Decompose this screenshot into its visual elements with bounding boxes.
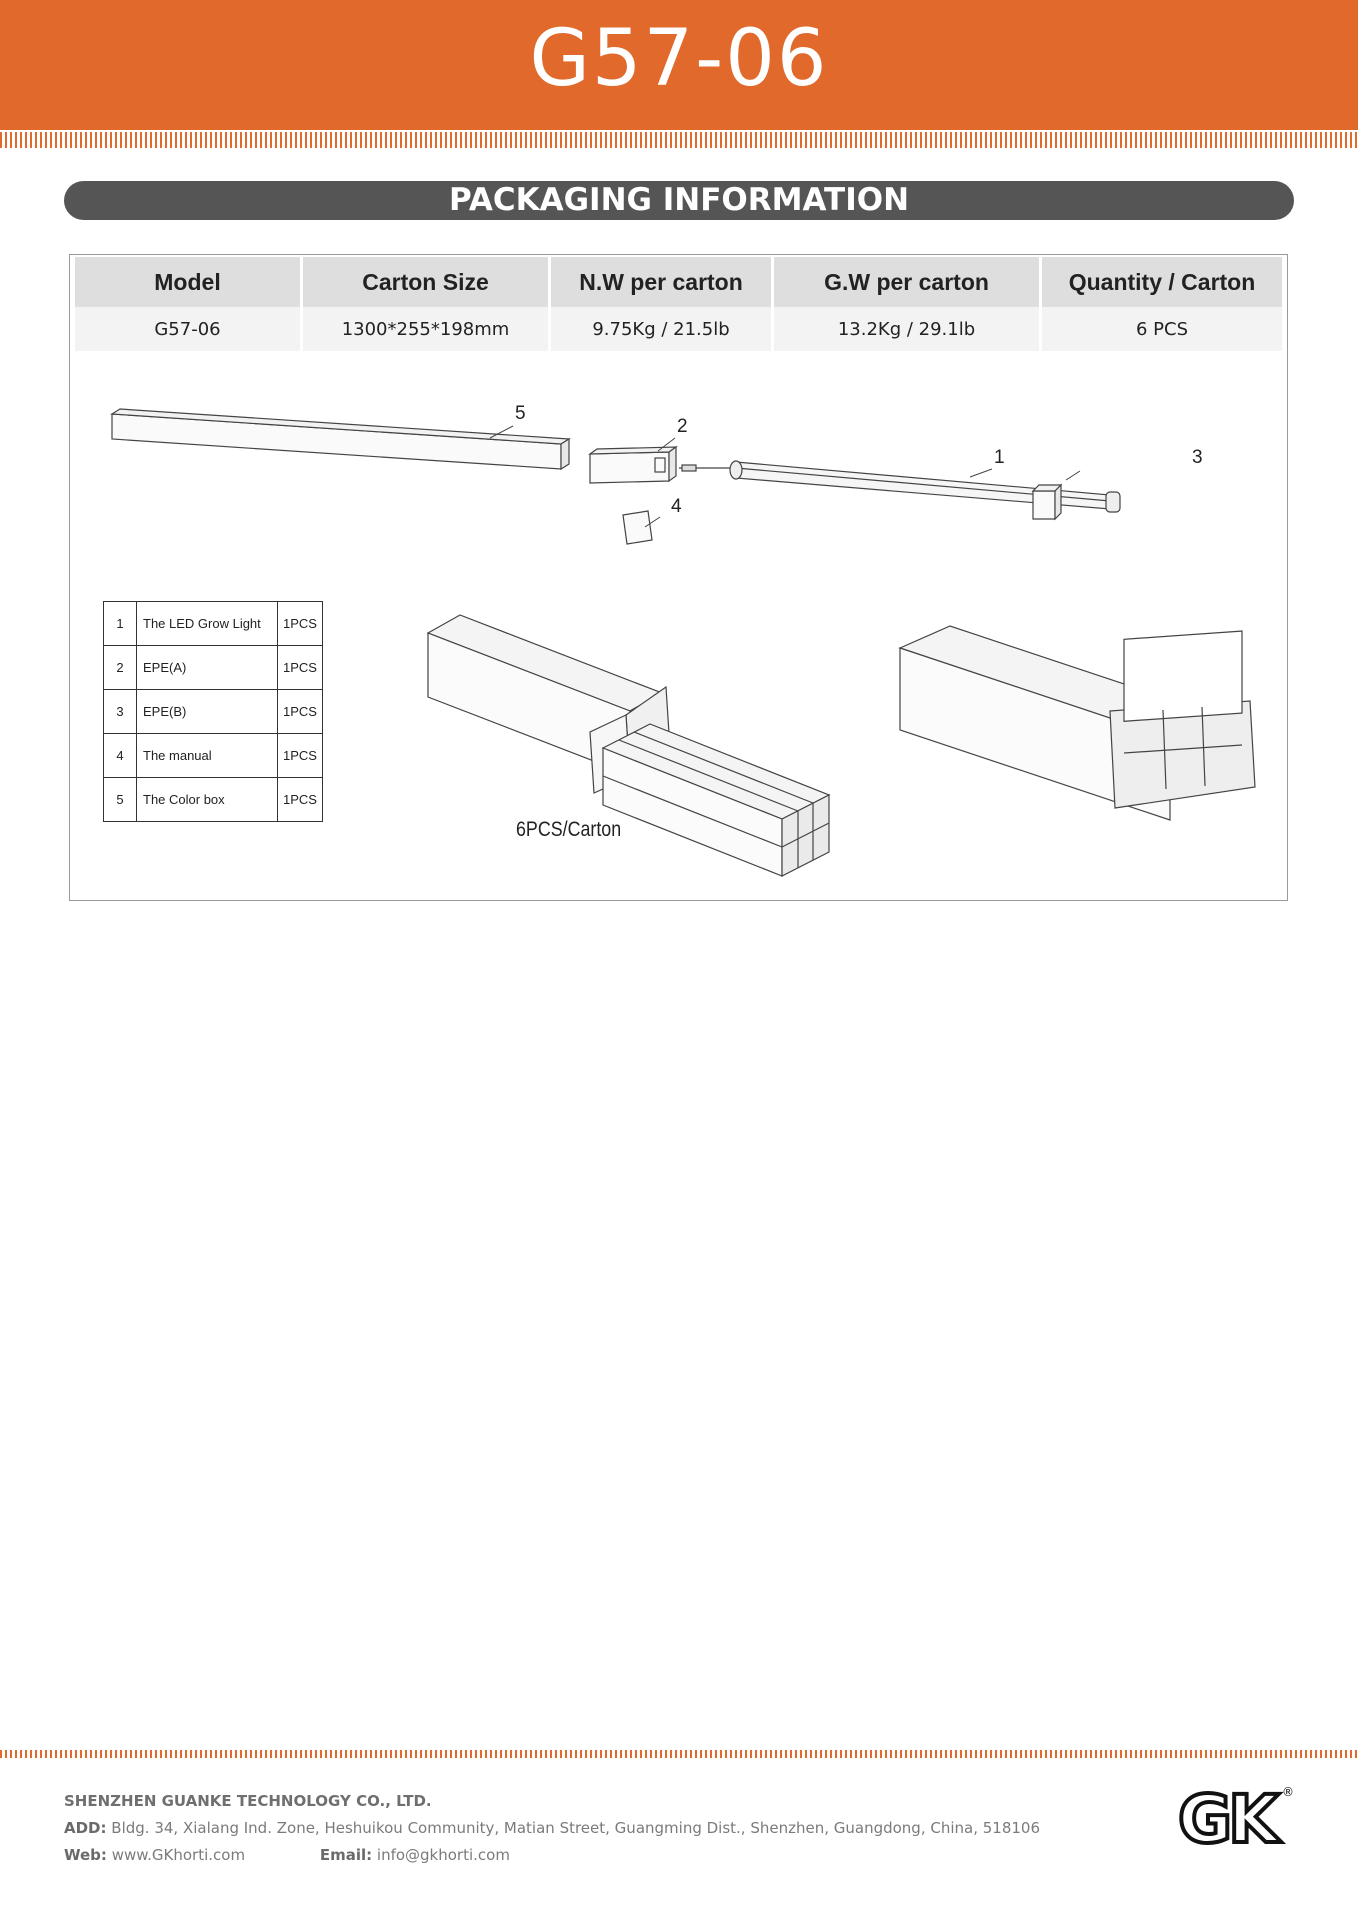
logo-registered-mark: ® [1282,1785,1294,1799]
table-row: G57-06 1300*255*198mm 9.75Kg / 21.5lb 13… [75,307,1282,351]
list-item: 2 EPE(A) 1PCS [103,645,323,690]
part-name: EPE(B) [136,689,278,734]
packaging-frame: Model Carton Size N.W per carton G.W per… [69,254,1288,901]
section-bar: PACKAGING INFORMATION [64,181,1294,220]
footer: SHENZHEN GUANKE TECHNOLOGY CO., LTD. ADD… [64,1788,1040,1869]
callout-1: 1 [994,447,1005,468]
six-pcs-stack-drawing [601,723,831,877]
callout-2: 2 [677,416,688,437]
color-box-drawing [110,408,571,471]
web-label: Web: [64,1846,107,1864]
callout-3: 3 [1192,447,1203,468]
carton-note: 6PCS/Carton [516,818,622,841]
part-name: The Color box [136,777,278,822]
part-qty: 1PCS [277,733,323,778]
email-block: Email: info@gkhorti.com [320,1842,510,1869]
part-number: 2 [103,645,137,690]
manual-drawing [622,510,653,545]
part-qty: 1PCS [277,777,323,822]
carton-closed-drawing [898,625,1256,821]
list-item: 3 EPE(B) 1PCS [103,689,323,734]
email-link[interactable]: info@gkhorti.com [376,1846,510,1864]
header-tick-strip [0,132,1358,148]
table-header-row: Model Carton Size N.W per carton G.W per… [75,257,1282,307]
page-title: G57-06 [529,14,829,104]
part-number: 5 [103,777,137,822]
list-item: 4 The manual 1PCS [103,733,323,778]
web-link[interactable]: www.GKhorti.com [111,1846,246,1864]
part-number: 3 [103,689,137,734]
callout-4: 4 [671,496,682,517]
packaging-drawing: 5 2 1 3 4 [110,403,1256,877]
section-title: PACKAGING INFORMATION [448,182,910,218]
list-item: 1 The LED Grow Light 1PCS [103,601,323,646]
header-gw: G.W per carton [774,257,1039,307]
header-model: Model [75,257,300,307]
address-text: Bldg. 34, Xialang Ind. Zone, Heshuikou C… [111,1819,1041,1837]
header-quantity: Quantity / Carton [1042,257,1282,307]
address-label: ADD: [64,1819,107,1837]
part-qty: 1PCS [277,601,323,646]
callout-5: 5 [515,403,526,424]
header-nw: N.W per carton [551,257,771,307]
epe-b-drawing [1031,483,1063,521]
contact-line: Web: www.GKhorti.com Email: info@gkhorti… [64,1842,1040,1869]
header-carton-size: Carton Size [303,257,548,307]
part-number: 1 [103,601,137,646]
part-name: The LED Grow Light [136,601,278,646]
cell-carton-size: 1300*255*198mm [303,307,548,351]
cell-nw: 9.75Kg / 21.5lb [551,307,771,351]
epe-a-drawing [588,445,678,484]
footer-tick-strip [0,1750,1358,1758]
cell-gw: 13.2Kg / 29.1lb [774,307,1039,351]
parts-list-table: 1 The LED Grow Light 1PCS 2 EPE(A) 1PCS … [103,601,323,822]
cell-model: G57-06 [75,307,300,351]
address-line: ADD: Bldg. 34, Xialang Ind. Zone, Heshui… [64,1815,1040,1842]
part-number: 4 [103,733,137,778]
page-header: G57-06 [0,0,1358,130]
company-name: SHENZHEN GUANKE TECHNOLOGY CO., LTD. [64,1792,432,1810]
part-qty: 1PCS [277,645,323,690]
packaging-table: Model Carton Size N.W per carton G.W per… [72,257,1285,351]
email-label: Email: [319,1846,373,1864]
part-name: The manual [136,733,278,778]
part-qty: 1PCS [277,689,323,734]
leader-lines [489,425,1081,528]
list-item: 5 The Color box 1PCS [103,777,323,822]
gk-logo: GK ® [1176,1780,1294,1850]
cell-quantity: 6 PCS [1042,307,1282,351]
logo-text: GK [1178,1781,1282,1850]
part-name: EPE(A) [136,645,278,690]
